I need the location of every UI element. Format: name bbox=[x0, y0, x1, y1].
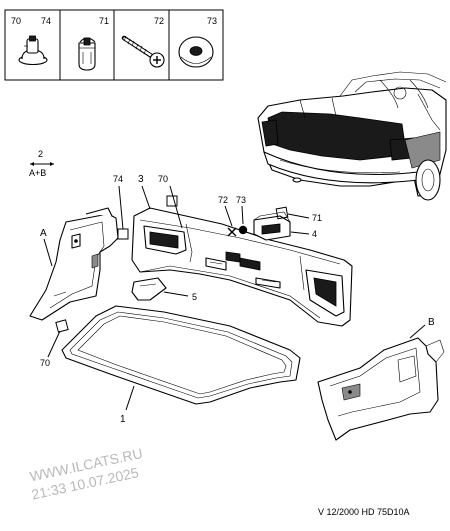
callout-3: 3 bbox=[138, 174, 144, 185]
legend-number-71: 71 bbox=[99, 16, 109, 26]
car-rear-view bbox=[257, 71, 447, 201]
legend-number-72: 72 bbox=[154, 16, 164, 26]
legend-number-73: 73 bbox=[207, 16, 217, 26]
legend-strip: 70 74 71 72 bbox=[4, 9, 224, 81]
variant-number: 2 bbox=[38, 149, 43, 159]
fixing-marker-70-top bbox=[166, 195, 178, 207]
part-a-left-trim bbox=[29, 207, 119, 321]
screw-icon bbox=[121, 35, 165, 68]
screw-72-marker bbox=[227, 227, 237, 237]
fixing-marker-74 bbox=[117, 228, 129, 240]
callout-5: 5 bbox=[192, 292, 197, 302]
grommet-clip-icon bbox=[78, 37, 96, 71]
diagram-code: V 12/2000 HD 75D10A bbox=[318, 507, 410, 517]
callout-4: 4 bbox=[312, 229, 317, 239]
leader-a bbox=[43, 238, 53, 267]
washer-icon bbox=[178, 36, 214, 68]
part-1-floor-mat bbox=[61, 305, 301, 405]
callout-71: 71 bbox=[312, 213, 322, 223]
callout-1: 1 bbox=[120, 414, 126, 425]
callout-74: 74 bbox=[113, 174, 123, 184]
part-5-pad bbox=[131, 277, 167, 301]
part-4-clip-bracket bbox=[253, 211, 291, 241]
legend-number-74: 74 bbox=[41, 16, 51, 26]
callout-73: 73 bbox=[236, 195, 246, 205]
variant-text: A+B bbox=[29, 168, 46, 178]
part-b-right-trim bbox=[317, 337, 445, 441]
fixing-marker-70-bottom bbox=[55, 319, 69, 333]
washer-73-marker bbox=[238, 225, 248, 235]
callout-72: 72 bbox=[218, 195, 228, 205]
variant-note: 2 A+B bbox=[29, 149, 54, 178]
watermark: WWW.ILCATS.RU 21:33 10.07.2025 bbox=[28, 445, 144, 503]
callout-70-bottom: 70 bbox=[40, 358, 50, 368]
callout-b: B bbox=[428, 317, 435, 328]
legend-number-70: 70 bbox=[11, 16, 21, 26]
callout-70-top: 70 bbox=[158, 174, 168, 184]
push-rivet-icon bbox=[18, 35, 48, 66]
part-3-rear-panel bbox=[131, 207, 353, 327]
callout-a: A bbox=[40, 228, 47, 239]
fixing-marker-71 bbox=[275, 206, 289, 220]
